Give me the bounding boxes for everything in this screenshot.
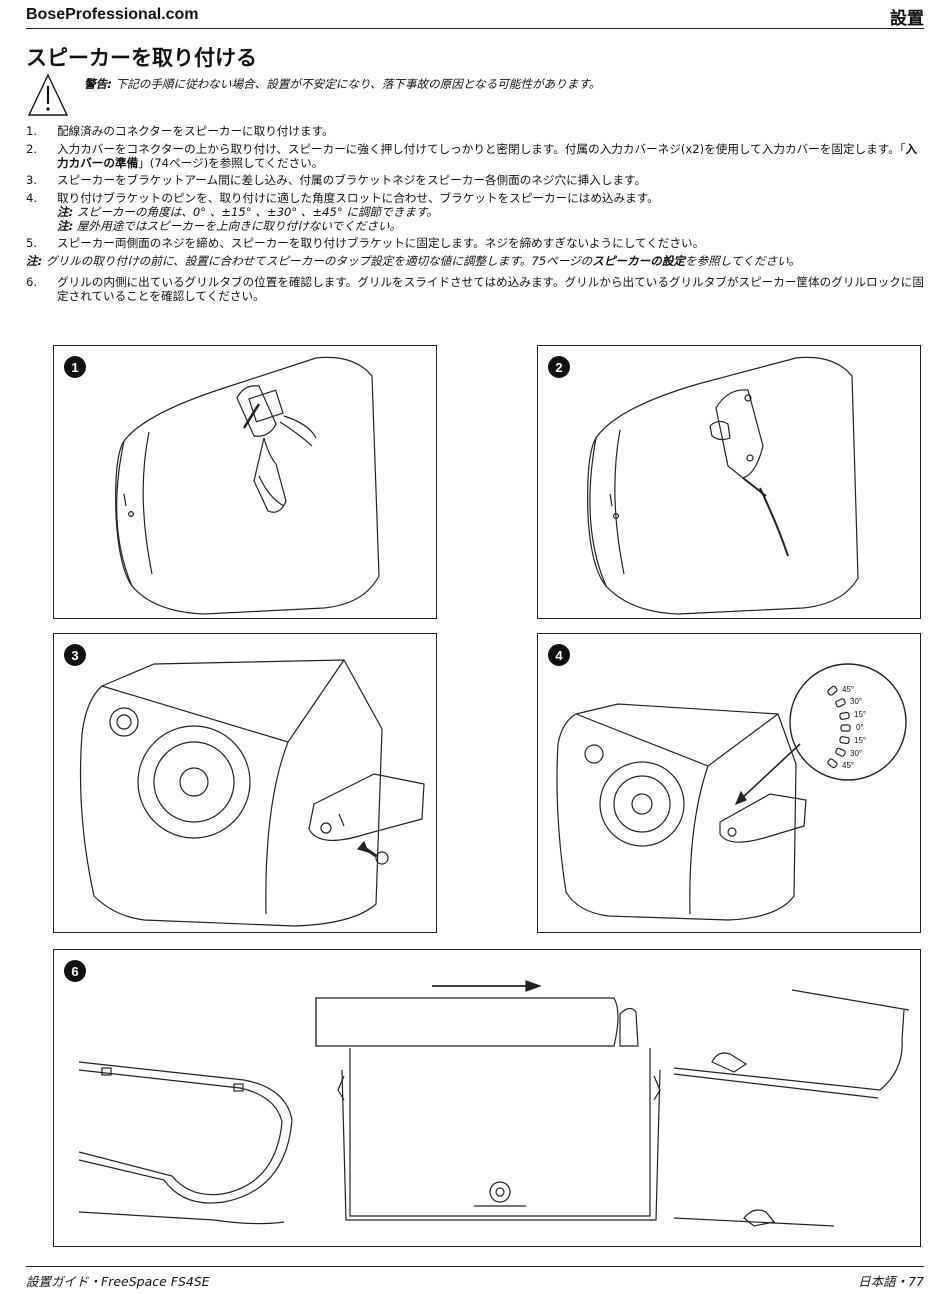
angle-label: 15° bbox=[854, 736, 866, 745]
note-text: を参照してください。 bbox=[685, 253, 801, 268]
step-number: 2. bbox=[26, 141, 38, 156]
angle-label: 30° bbox=[850, 749, 862, 758]
warning-text: 警告: 下記の手順に従わない場合、設置が不安定になり、落下事故の原因となる可能性… bbox=[84, 76, 600, 92]
warning-label: 警告: bbox=[84, 77, 112, 91]
step-2: 2. 入力カバーをコネクターの上から取り付け、スピーカーに強く押し付けてしっかり… bbox=[26, 142, 926, 170]
step-text: スピーカー両側面のネジを締め、スピーカーを取り付けブラケットに固定します。ネジを… bbox=[57, 236, 705, 250]
figure-2: 2 bbox=[537, 345, 921, 619]
tap-setting-note: 注: グリルの取り付けの前に、設置に合わせてスピーカーのタップ設定を適切な値に調… bbox=[26, 254, 926, 268]
step-text: 配線済みのコネクターをスピーカーに取り付けます。 bbox=[57, 124, 334, 138]
input-cover-illustration bbox=[587, 356, 859, 615]
step-1: 1. 配線済みのコネクターをスピーカーに取り付けます。 bbox=[26, 124, 926, 138]
page-footer: 設置ガイド・FreeSpace FS4SE 日本語・77 bbox=[26, 1266, 924, 1291]
figure-badge: 1 bbox=[64, 356, 86, 378]
page-title: スピーカーを取り付ける bbox=[26, 46, 257, 70]
angle-label: 45° bbox=[842, 761, 854, 770]
step-text-part: 取り付けブラケットのピンを、取り付けに適した角度スロットに合わせ、ブラケットをス… bbox=[57, 190, 659, 205]
step-text: 入力カバーをコネクターの上から取り付け、スピーカーに強く押し付けてしっかりと密閉… bbox=[57, 142, 926, 170]
outdoor-note: 注: 屋外用途ではスピーカーを上向きに取り付けないでください。 bbox=[57, 219, 926, 233]
note-label: 注: bbox=[57, 204, 74, 219]
step-number: 1. bbox=[26, 124, 38, 138]
angle-label: 45° bbox=[842, 685, 854, 694]
figure-3: 3 bbox=[53, 633, 437, 933]
step-text: 取り付けブラケットのピンを、取り付けに適した角度スロットに合わせ、ブラケットをス… bbox=[57, 191, 926, 233]
site-name: BoseProfessional.com bbox=[26, 6, 199, 23]
cross-reference-link: 入力カバーの準備 bbox=[57, 141, 918, 170]
warning-body: 下記の手順に従わない場合、設置が不安定になり、落下事故の原因となる可能性がありま… bbox=[111, 77, 601, 91]
step-5: 5. スピーカー両側面のネジを締め、スピーカーを取り付けブラケットに固定します。… bbox=[26, 236, 926, 250]
note-label: 注: bbox=[57, 218, 74, 233]
note-text: 屋外用途ではスピーカーを上向きに取り付けないでください。 bbox=[73, 218, 402, 233]
angle-label: 15° bbox=[854, 710, 866, 719]
step-number: 5. bbox=[26, 236, 38, 250]
step-text: グリルの内側に出ているグリルタブの位置を確認します。グリルをスライドさせてはめ込… bbox=[57, 274, 924, 303]
step-3: 3. スピーカーをブラケットアーム間に差し込み、付属のブラケットネジをスピーカー… bbox=[26, 173, 926, 187]
cross-reference-link: スピーカーの設定 bbox=[592, 253, 686, 268]
figure-badge: 2 bbox=[548, 356, 570, 378]
speaker-connector-illustration bbox=[115, 356, 380, 615]
note-text: スピーカーの角度は、0° 、±15° 、±30° 、±45° に調節できます。 bbox=[73, 204, 438, 219]
grille-install-illustration bbox=[78, 980, 910, 1227]
step-text-part: 入力カバーをコネクターの上から取り付け、スピーカーに強く押し付けてしっかりと密閉… bbox=[57, 141, 906, 156]
step-text-part: 」(74ページ)を参照してください。 bbox=[138, 155, 324, 170]
angle-slot-illustration: 45° 30° 15° 0° 15° 30° 45° bbox=[556, 663, 907, 921]
figure-badge: 4 bbox=[548, 644, 570, 666]
page-header: BoseProfessional.com 設置 bbox=[26, 4, 924, 29]
figure-1: 1 bbox=[53, 345, 437, 619]
note-text: グリルの取り付けの前に、設置に合わせてスピーカーのタップ設定を適切な値に調整しま… bbox=[42, 253, 593, 268]
figure-badge: 3 bbox=[64, 644, 86, 666]
footer-page-number: 日本語・77 bbox=[858, 1274, 924, 1289]
figure-badge: 6 bbox=[64, 960, 86, 982]
instruction-list: 1. 配線済みのコネクターをスピーカーに取り付けます。 2. 入力カバーをコネク… bbox=[26, 124, 926, 306]
step-number: 3. bbox=[26, 173, 38, 187]
warning-icon bbox=[27, 73, 69, 116]
bracket-screw-illustration bbox=[79, 659, 425, 927]
step-6: 6. グリルの内側に出ているグリルタブの位置を確認します。グリルをスライドさせて… bbox=[26, 275, 926, 303]
step-number: 6. bbox=[26, 274, 38, 289]
note-label: 注: bbox=[26, 253, 43, 268]
step-4: 4. 取り付けブラケットのピンを、取り付けに適した角度スロットに合わせ、ブラケッ… bbox=[26, 191, 926, 233]
step-text: スピーカーをブラケットアーム間に差し込み、付属のブラケットネジをスピーカー各側面… bbox=[57, 173, 647, 187]
figure-4: 45° 30° 15° 0° 15° 30° 45° 4 bbox=[537, 633, 921, 933]
angle-label: 30° bbox=[850, 697, 862, 706]
angle-label: 0° bbox=[856, 723, 864, 732]
section-title: 設置 bbox=[890, 9, 924, 29]
angle-note: 注: スピーカーの角度は、0° 、±15° 、±30° 、±45° に調節できま… bbox=[57, 205, 926, 219]
footer-doc-title: 設置ガイド・FreeSpace FS4SE bbox=[26, 1274, 210, 1289]
step-number: 4. bbox=[26, 190, 38, 205]
figure-6: 6 bbox=[53, 949, 921, 1247]
